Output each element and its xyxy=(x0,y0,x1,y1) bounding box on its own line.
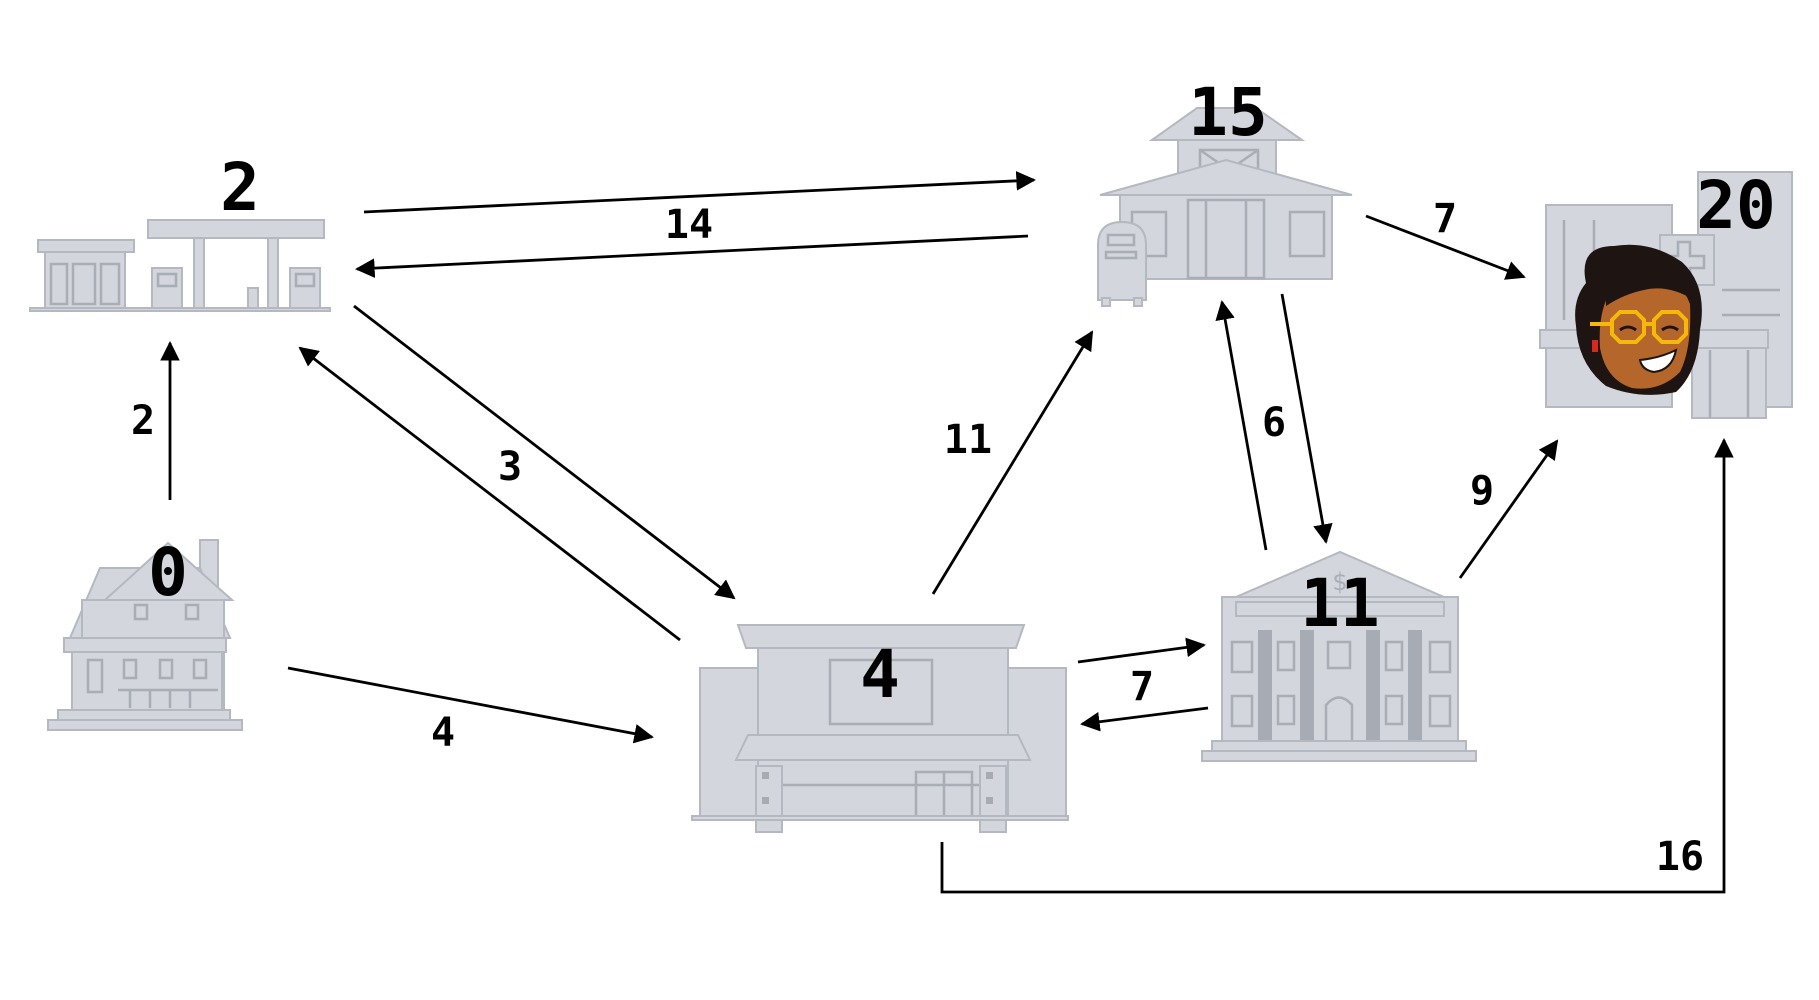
house-icon xyxy=(47,539,243,731)
edge-shop-hospital xyxy=(940,438,1734,894)
edge-post-bank xyxy=(1215,293,1333,551)
gas-station-icon xyxy=(29,219,331,312)
edge-label-house-gas: 2 xyxy=(131,398,155,444)
node-label-hospital: 20 xyxy=(1696,167,1775,244)
edge-label-bank-hospital: 9 xyxy=(1470,468,1494,514)
edge-label-gas-shop: 3 xyxy=(498,444,522,490)
edge-gas-post xyxy=(355,171,1036,278)
bank-icon: $ xyxy=(1201,550,1477,762)
edge-label-post-bank: 6 xyxy=(1262,400,1286,446)
edge-label-shop-bank: 7 xyxy=(1130,664,1154,710)
svg-text:$: $ xyxy=(1332,568,1347,596)
node-label-house: 0 xyxy=(148,534,188,611)
avatar-icon xyxy=(1575,244,1702,395)
node-label-shop: 4 xyxy=(860,636,900,713)
edge-label-post-hospital: 7 xyxy=(1433,196,1457,242)
edge-shop-post xyxy=(931,330,1094,595)
node-label-post-office: 15 xyxy=(1188,74,1267,151)
edge-label-gas-post: 14 xyxy=(665,202,713,248)
node-label-gas-station: 2 xyxy=(220,149,260,226)
edge-label-shop-hospital: 16 xyxy=(1656,834,1704,880)
edge-shop-bank xyxy=(1077,637,1209,732)
shop-icon xyxy=(691,624,1069,833)
edge-post-hospital xyxy=(1365,214,1526,280)
edge-house-shop xyxy=(287,666,654,744)
edge-label-house-shop: 4 xyxy=(431,710,455,756)
edge-bank-hospital xyxy=(1458,439,1559,579)
edge-label-shop-post: 11 xyxy=(944,417,992,463)
post-office-icon xyxy=(1097,107,1353,307)
edge-gas-shop xyxy=(298,304,736,642)
node-label-bank: 11 xyxy=(1300,565,1379,642)
